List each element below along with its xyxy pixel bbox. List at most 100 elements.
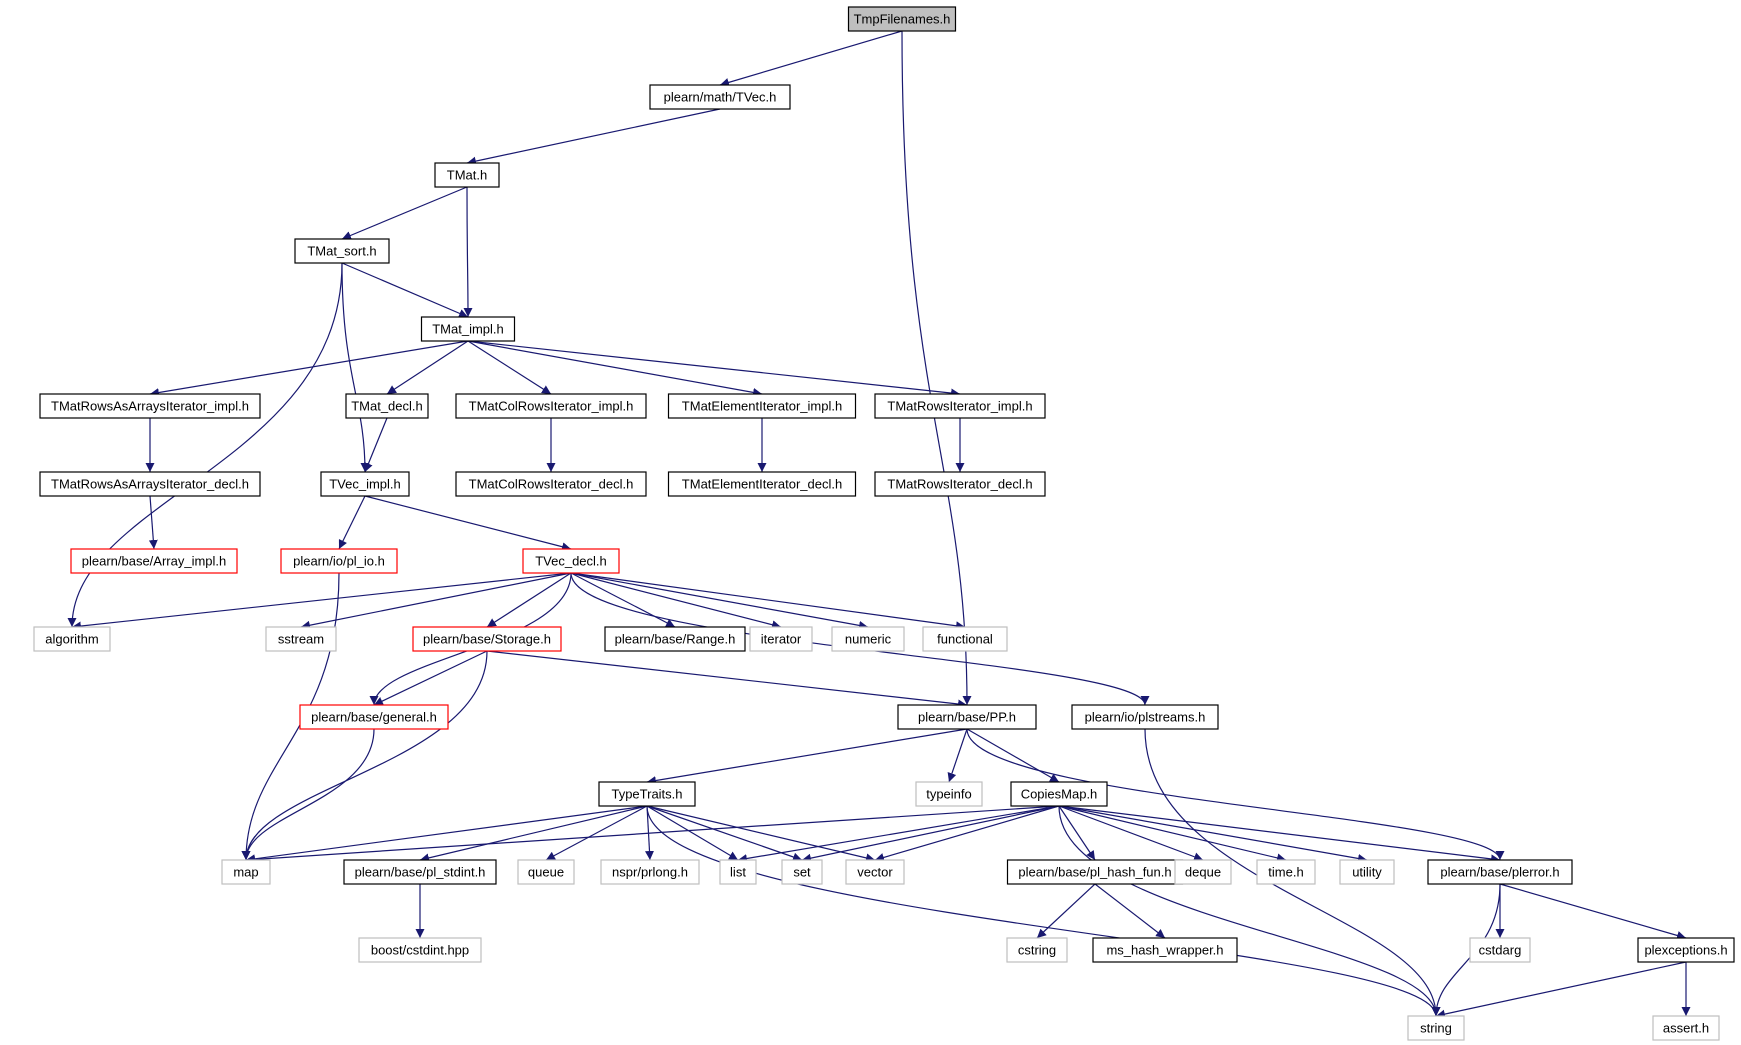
- node-tvecimpl[interactable]: TVec_impl.h: [320, 471, 410, 497]
- node-tvec[interactable]: plearn/math/TVec.h: [649, 84, 791, 110]
- edge-tmat-to-tmatsort: [341, 186, 468, 240]
- node-elemimpl[interactable]: TMatElementIterator_impl.h: [667, 393, 857, 419]
- node-label: map: [233, 865, 258, 880]
- edge-tmatimpl-to-elemimpl: [467, 340, 763, 397]
- node-cstdarg[interactable]: cstdarg: [1469, 937, 1531, 963]
- node-label: list: [730, 865, 746, 880]
- node-algorithm[interactable]: algorithm: [33, 626, 111, 652]
- node-numeric[interactable]: numeric: [831, 626, 905, 652]
- node-vector[interactable]: vector: [845, 859, 905, 885]
- node-elemdecl[interactable]: TMatElementIterator_decl.h: [667, 471, 857, 497]
- node-label: TmpFilenames.h: [854, 12, 951, 27]
- node-utility[interactable]: utility: [1339, 859, 1395, 885]
- edge-tvecimpl-to-tvecdecl: [364, 495, 572, 552]
- edge-typetraits-to-map: [245, 805, 648, 864]
- node-tmatsort[interactable]: TMat_sort.h: [294, 238, 390, 264]
- node-copiesmap[interactable]: CopiesMap.h: [1010, 781, 1108, 807]
- node-label: plexceptions.h: [1644, 943, 1727, 958]
- node-tmatimpl[interactable]: TMat_impl.h: [420, 316, 516, 342]
- edge-tmatdecl-to-tvecimpl: [364, 417, 388, 473]
- edge-tmatsort-to-tmatimpl: [341, 262, 469, 318]
- edge-tvecdecl-to-numeric: [570, 572, 869, 630]
- edge-root-to-pp: [901, 30, 972, 706]
- node-functional[interactable]: functional: [922, 626, 1008, 652]
- node-general[interactable]: plearn/base/general.h: [299, 704, 449, 730]
- node-label: TMatElementIterator_decl.h: [682, 477, 842, 492]
- node-box: [33, 626, 111, 652]
- node-rowsarrdecl[interactable]: TMatRowsAsArraysIterator_decl.h: [39, 471, 261, 497]
- node-box: [39, 393, 261, 419]
- node-plio[interactable]: plearn/io/pl_io.h: [280, 548, 398, 574]
- node-storage[interactable]: plearn/base/Storage.h: [412, 626, 562, 652]
- node-box: [922, 626, 1008, 652]
- node-queue[interactable]: queue: [517, 859, 575, 885]
- node-plexceptions[interactable]: plexceptions.h: [1637, 937, 1735, 963]
- node-string[interactable]: string: [1407, 1015, 1465, 1041]
- node-set[interactable]: set: [781, 859, 823, 885]
- node-label: boost/cstdint.hpp: [371, 943, 469, 958]
- node-typeinfo[interactable]: typeinfo: [915, 781, 983, 807]
- node-label: queue: [528, 865, 564, 880]
- node-box: [831, 626, 905, 652]
- node-label: TypeTraits.h: [611, 787, 682, 802]
- node-cstdint[interactable]: boost/cstdint.hpp: [358, 937, 482, 963]
- node-tvecdecl[interactable]: TVec_decl.h: [522, 548, 620, 574]
- node-box: [874, 471, 1046, 497]
- node-plerror[interactable]: plearn/base/plerror.h: [1427, 859, 1573, 885]
- node-box: [847, 6, 957, 32]
- node-label: assert.h: [1663, 1021, 1709, 1036]
- node-sstream[interactable]: sstream: [265, 626, 337, 652]
- node-pp[interactable]: plearn/base/PP.h: [897, 704, 1037, 730]
- edge-tvec-to-tmat: [466, 108, 721, 166]
- node-box: [320, 471, 410, 497]
- node-arrayimpl[interactable]: plearn/base/Array_impl.h: [70, 548, 238, 574]
- edge-pp-to-typeinfo: [947, 728, 968, 783]
- node-range[interactable]: plearn/base/Range.h: [604, 626, 746, 652]
- node-label: plearn/io/pl_io.h: [293, 554, 385, 569]
- node-cstring[interactable]: cstring: [1006, 937, 1068, 963]
- node-label: ms_hash_wrapper.h: [1106, 943, 1223, 958]
- edge-plhashfun-to-cstring: [1036, 883, 1096, 939]
- node-box: [604, 626, 746, 652]
- node-typetraits[interactable]: TypeTraits.h: [598, 781, 696, 807]
- node-box: [434, 162, 500, 188]
- edge-tvecdecl-to-storage: [486, 572, 572, 628]
- node-list[interactable]: list: [719, 859, 757, 885]
- node-rowsimpl[interactable]: TMatRowsIterator_impl.h: [874, 393, 1046, 419]
- edge-typetraits-to-vector: [646, 805, 876, 863]
- node-box: [70, 548, 238, 574]
- node-rowsdecl[interactable]: TMatRowsIterator_decl.h: [874, 471, 1046, 497]
- node-label: plearn/base/plerror.h: [1440, 865, 1559, 880]
- node-box: [280, 548, 398, 574]
- node-iterator[interactable]: iterator: [749, 626, 813, 652]
- node-mshash[interactable]: ms_hash_wrapper.h: [1092, 937, 1238, 963]
- node-label: TMatRowsIterator_decl.h: [887, 477, 1032, 492]
- node-asserth[interactable]: assert.h: [1652, 1015, 1720, 1041]
- node-box: [1010, 781, 1108, 807]
- node-plhashfun[interactable]: plearn/base/pl_hash_fun.h: [1006, 859, 1184, 885]
- edge-copiesmap-to-list: [737, 805, 1060, 863]
- node-map[interactable]: map: [221, 859, 271, 885]
- node-box: [719, 859, 757, 885]
- node-prlong[interactable]: nspr/prlong.h: [600, 859, 700, 885]
- node-box: [412, 626, 562, 652]
- node-label: numeric: [845, 632, 892, 647]
- edge-storage-to-general: [373, 650, 488, 706]
- edge-copiesmap-to-timeh: [1058, 805, 1287, 863]
- edge-plexceptions-to-string: [1435, 961, 1687, 1019]
- node-rowsarrimpl[interactable]: TMatRowsAsArraysIterator_impl.h: [39, 393, 261, 419]
- edge-typetraits-to-set: [646, 805, 803, 862]
- node-deque[interactable]: deque: [1174, 859, 1232, 885]
- node-timeh[interactable]: time.h: [1256, 859, 1316, 885]
- edge-tvecdecl-to-range: [570, 572, 676, 628]
- node-colrowsimpl[interactable]: TMatColRowsIterator_impl.h: [455, 393, 647, 419]
- node-tmat[interactable]: TMat.h: [434, 162, 500, 188]
- node-box: [781, 859, 823, 885]
- node-plstdint[interactable]: plearn/base/pl_stdint.h: [343, 859, 497, 885]
- node-tmatdecl[interactable]: TMat_decl.h: [345, 393, 429, 419]
- node-root[interactable]: TmpFilenames.h: [847, 6, 957, 32]
- node-label: sstream: [278, 632, 324, 647]
- node-plstreams[interactable]: plearn/io/plstreams.h: [1071, 704, 1219, 730]
- node-colrowsdecl[interactable]: TMatColRowsIterator_decl.h: [455, 471, 647, 497]
